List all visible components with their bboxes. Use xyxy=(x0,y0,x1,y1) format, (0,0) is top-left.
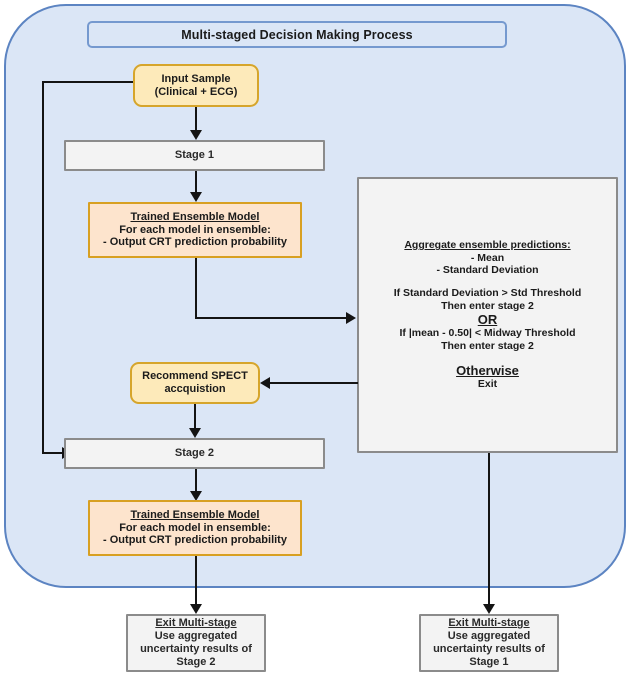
exit1-line3: uncertainty results of xyxy=(433,643,545,655)
feedback-edge-top xyxy=(42,81,134,83)
exit1-line4: Stage 1 xyxy=(469,655,509,668)
arrowhead-spect-to-stage2 xyxy=(189,428,201,438)
panel-line4: If Standard Deviation > Std Threshold xyxy=(393,287,582,300)
input-sample-line1: Input Sample xyxy=(161,72,231,85)
ensemble1-header: Trained Ensemble Model xyxy=(130,210,260,223)
edge-input-to-stage1 xyxy=(195,107,197,133)
panel-otherwise-label: Otherwise xyxy=(456,363,519,379)
panel-header: Aggregate ensemble predictions: xyxy=(404,239,571,252)
edge-panel-to-spect xyxy=(270,382,358,384)
node-aggregate-panel[interactable]: Aggregate ensemble predictions: - Mean -… xyxy=(357,177,618,453)
panel-line5: Then enter stage 2 xyxy=(441,299,534,312)
node-stage-1[interactable]: Stage 1 xyxy=(64,140,325,171)
spect-line1: Recommend SPECT xyxy=(142,370,248,383)
edge-panel-to-exit1 xyxy=(488,453,490,607)
spect-line2: accquistion xyxy=(164,383,226,395)
node-exit-stage-1[interactable]: Exit Multi-stage Use aggregated uncertai… xyxy=(419,614,559,672)
exit2-line4: Stage 2 xyxy=(176,655,216,668)
panel-line2: - Mean xyxy=(470,251,505,264)
edge-stage2-to-ensemble2 xyxy=(195,469,197,494)
diagram-title-bar: Multi-staged Decision Making Process xyxy=(87,21,507,48)
node-recommend-spect[interactable]: Recommend SPECT accquistion xyxy=(130,362,260,404)
exit1-line2: Use aggregated xyxy=(447,630,531,643)
panel-line8: Then enter stage 2 xyxy=(441,339,534,352)
panel-line3: - Standard Deviation xyxy=(436,263,539,276)
exit2-line3: uncertainty results of xyxy=(140,643,252,655)
diagram-title: Multi-staged Decision Making Process xyxy=(181,27,413,42)
arrowhead-stage2-to-ensemble2 xyxy=(190,491,202,501)
ensemble2-line2: For each model in ensemble: xyxy=(119,521,271,534)
panel-exit-label: Exit xyxy=(477,378,498,391)
node-ensemble-model-stage1[interactable]: Trained Ensemble Model For each model in… xyxy=(88,202,302,258)
stage-2-label: Stage 2 xyxy=(174,447,215,460)
ensemble1-line2: For each model in ensemble: xyxy=(119,223,271,236)
node-exit-stage-2[interactable]: Exit Multi-stage Use aggregated uncertai… xyxy=(126,614,266,672)
ensemble2-line3: - Output CRT prediction probability xyxy=(103,534,287,547)
feedback-edge-left xyxy=(42,81,44,453)
panel-or-label: OR xyxy=(477,312,498,328)
node-stage-2[interactable]: Stage 2 xyxy=(64,438,325,469)
arrowhead-stage1-to-ensemble1 xyxy=(190,192,202,202)
exit1-header: Exit Multi-stage xyxy=(448,617,530,630)
arrowhead-panel-to-spect xyxy=(260,377,270,389)
arrowhead-input-to-stage1 xyxy=(190,130,202,140)
feedback-edge-bottom xyxy=(42,452,64,454)
ensemble2-header: Trained Ensemble Model xyxy=(130,508,260,521)
edge-stage1-to-ensemble1 xyxy=(195,171,197,195)
edge-spect-to-stage2 xyxy=(194,404,196,431)
panel-line7: If |mean - 0.50| < Midway Threshold xyxy=(399,327,576,340)
arrowhead-ensemble2-to-exit2 xyxy=(190,604,202,614)
node-input-sample[interactable]: Input Sample (Clinical + ECG) xyxy=(133,64,259,107)
arrowhead-ensemble1-to-panel xyxy=(346,312,356,324)
edge-ensemble2-to-exit2 xyxy=(195,556,197,607)
ensemble1-line3: - Output CRT prediction probability xyxy=(103,236,287,249)
exit2-header: Exit Multi-stage xyxy=(155,617,237,630)
edge-ensemble1-down xyxy=(195,258,197,319)
input-sample-line2: (Clinical + ECG) xyxy=(154,85,238,98)
edge-ensemble1-right xyxy=(195,317,347,319)
node-ensemble-model-stage2[interactable]: Trained Ensemble Model For each model in… xyxy=(88,500,302,556)
stage-1-label: Stage 1 xyxy=(174,149,215,162)
exit2-line2: Use aggregated xyxy=(154,630,238,643)
arrowhead-panel-to-exit1 xyxy=(483,604,495,614)
